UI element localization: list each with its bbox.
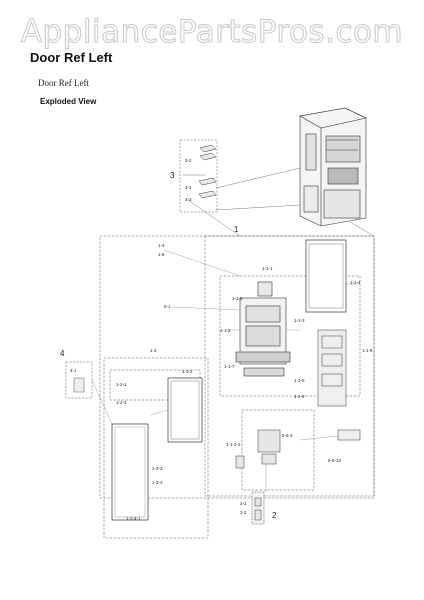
label-1-3-2: 1-3-2 [182, 369, 193, 374]
label-5-1: 5-1 [164, 304, 171, 309]
refrigerator-thumbnail [299, 107, 367, 227]
group-4-box: 4 4-1 [60, 349, 93, 399]
label-2-1: 2-1 [240, 501, 247, 506]
door-liner-assembly [235, 281, 291, 377]
page-title: Door Ref Left [30, 50, 113, 65]
label-1-2-2: 1-2-2 [152, 466, 163, 471]
label-1-1-2-2: 1-1-2-2 [226, 442, 241, 447]
label-1-1-6: 1-1-6 [232, 296, 243, 301]
right-bracket-assembly [317, 329, 361, 441]
label-1-2-3: 1-2-3 [152, 480, 163, 485]
label-1-4: 1-4 [158, 243, 165, 248]
label-1-1-2: 1-1-2 [220, 328, 231, 333]
label-1-5: 1-5 [158, 252, 165, 257]
label-1-1-7: 1-1-7 [224, 364, 235, 369]
leader-lines [183, 167, 375, 237]
label-1-1-8: 1-1-8 [294, 394, 305, 399]
callout-2: 2 [272, 511, 277, 520]
label-1-1-3: 1-1-3 [294, 318, 305, 323]
group-1-box [99, 235, 375, 539]
label-1-2: 1-2 [150, 348, 157, 353]
dispenser-parts [235, 429, 281, 525]
label-2-2: 2-2 [240, 510, 247, 515]
label-5-5-12: 5-5-12 [328, 458, 342, 463]
label-1-1-5: 1-1-5 [294, 378, 305, 383]
label-1-1-4: 1-1-4 [350, 280, 361, 285]
right-door-panel [305, 239, 347, 313]
label-3-2: 3-2 [185, 158, 192, 163]
label-1-2-4: 1-2-4 [116, 400, 127, 405]
callout-3: 3 [170, 171, 175, 180]
callout-1: 1 [234, 225, 239, 234]
section-heading: Exploded View [40, 97, 97, 106]
diagram-subtitle: Door Ref Left [38, 78, 89, 88]
part-leader-lines [91, 249, 360, 492]
group-3-box: 3-2 3-1 3-3 3 [170, 139, 218, 213]
label-1-1-1: 1-1-1 [262, 266, 273, 271]
label-4-1: 4-1 [70, 368, 77, 373]
site-watermark: AppliancePartsPros.com [20, 14, 404, 51]
label-3-1: 3-1 [185, 185, 192, 190]
label-1-1-9: 1-1-9 [362, 348, 373, 353]
label-1-2-1: 1-2-1 [116, 382, 127, 387]
label-1-2-4-1: 1-2-4-1 [126, 516, 141, 521]
label-5-5-3: 5-5-3 [282, 433, 293, 438]
part-labels: 1-4 1-5 5-1 1-2 1-1-1 1-1-4 1-1-6 1-1-9 … [116, 243, 373, 521]
left-door-panel [111, 377, 203, 521]
label-3-3: 3-3 [185, 197, 192, 202]
callout-4: 4 [60, 349, 65, 358]
